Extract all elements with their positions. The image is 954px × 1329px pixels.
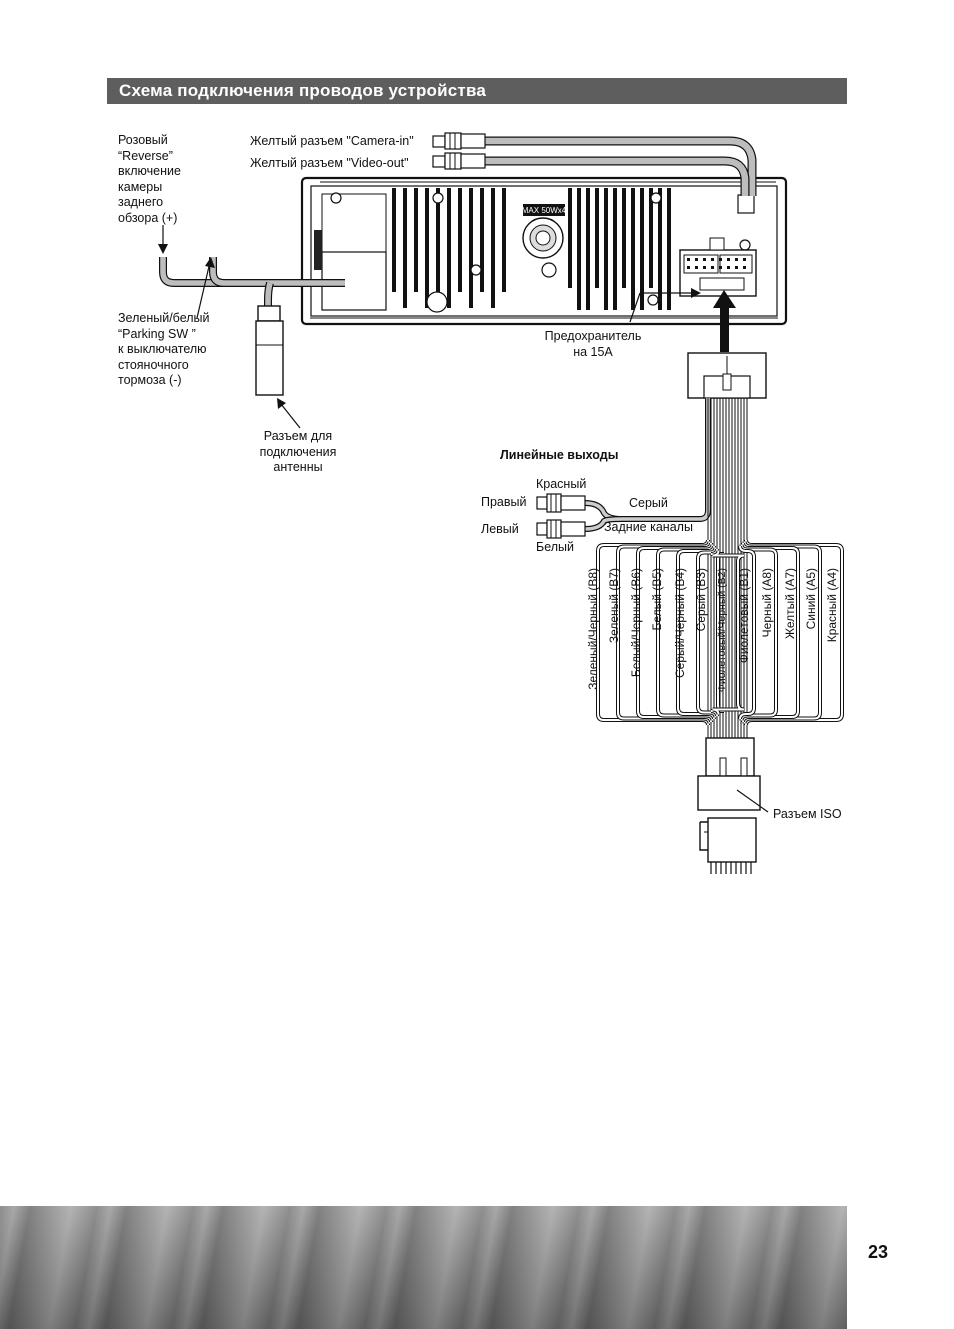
fin bbox=[491, 188, 495, 308]
pin bbox=[695, 258, 698, 261]
wire-loop-core bbox=[739, 545, 755, 720]
fin bbox=[568, 188, 572, 288]
pin bbox=[695, 266, 698, 269]
wire-label: Белый (B5) bbox=[650, 568, 664, 630]
heatsink-fins-right bbox=[568, 188, 671, 310]
fin bbox=[595, 188, 599, 288]
fin bbox=[425, 188, 429, 308]
fin bbox=[447, 188, 451, 308]
wire-label: Фиолетовый (B1) bbox=[737, 568, 751, 663]
label-white: Белый bbox=[536, 540, 575, 554]
fin bbox=[414, 188, 418, 292]
page-number: 23 bbox=[868, 1242, 889, 1262]
fin bbox=[631, 188, 635, 310]
wire-label: Зеленый (B7) bbox=[607, 568, 621, 643]
fin bbox=[403, 188, 407, 308]
fin bbox=[480, 188, 484, 292]
wire-loops bbox=[596, 539, 844, 726]
fin bbox=[392, 188, 396, 292]
heatsink-fins-left bbox=[392, 188, 506, 308]
pin bbox=[727, 258, 730, 261]
fin bbox=[586, 188, 590, 310]
fin bbox=[613, 188, 617, 310]
pin bbox=[743, 258, 746, 261]
label-right: Правый bbox=[481, 495, 527, 509]
fin bbox=[640, 188, 644, 310]
line-outputs bbox=[536, 398, 711, 539]
pin bbox=[719, 266, 722, 269]
wire-label: Фиолетовый/Черный (B2) bbox=[716, 568, 728, 692]
label-parking: Зеленый/белый“Parking SW ”к выключателю … bbox=[118, 311, 210, 388]
connector-pins bbox=[687, 258, 746, 269]
fin bbox=[667, 188, 671, 310]
left-wires bbox=[158, 225, 345, 429]
wire-loop-core bbox=[712, 550, 745, 715]
wire-label: Желтый (A7) bbox=[783, 568, 797, 639]
iso-connector bbox=[697, 737, 769, 874]
footer-band bbox=[0, 1206, 847, 1329]
page-title: Схема подключения проводов устройства bbox=[119, 81, 487, 100]
label-rear-channels: Задние каналы bbox=[604, 520, 693, 534]
pin bbox=[687, 258, 690, 261]
wire-labels: Зеленый/Черный (B8) Зеленый (B7) Белый/Чер… bbox=[586, 568, 839, 692]
label-left: Левый bbox=[481, 522, 519, 536]
pin bbox=[687, 266, 690, 269]
fin bbox=[458, 188, 462, 292]
pin bbox=[703, 258, 706, 261]
wire-label: Белый/Черный (B6) bbox=[629, 568, 643, 677]
rca-cables bbox=[432, 132, 757, 196]
pin bbox=[727, 266, 730, 269]
fin bbox=[604, 188, 608, 310]
label-red: Красный bbox=[536, 477, 587, 491]
pin bbox=[719, 258, 722, 261]
title-bar: Схема подключения проводов устройства bbox=[107, 78, 847, 104]
wire-label: Зеленый/Черный (B8) bbox=[586, 568, 600, 690]
wire-label: Красный (A4) bbox=[825, 568, 839, 642]
fin bbox=[649, 188, 653, 288]
device-marking: MAX 50Wx4 bbox=[522, 206, 567, 215]
pin bbox=[743, 266, 746, 269]
video-out-plug bbox=[432, 152, 486, 170]
footer-shade bbox=[0, 1206, 847, 1329]
pin bbox=[711, 258, 714, 261]
wire-label: Серый (B3) bbox=[694, 568, 708, 631]
plug-in-arrow bbox=[720, 304, 729, 352]
pin bbox=[735, 258, 738, 261]
label-gray: Серый bbox=[629, 496, 668, 510]
pin bbox=[703, 266, 706, 269]
iso-pins bbox=[710, 862, 752, 874]
pin bbox=[735, 266, 738, 269]
fin bbox=[436, 188, 440, 292]
fin bbox=[658, 188, 662, 310]
camera-in-plug bbox=[432, 132, 486, 150]
label-iso: Разъем ISO bbox=[773, 807, 842, 821]
head-unit: MAX 50Wx4 bbox=[300, 176, 788, 326]
fin bbox=[622, 188, 626, 288]
label-camera-in: Желтый разъем "Camera-in" bbox=[250, 134, 414, 148]
wire-label: Черный (A8) bbox=[760, 568, 774, 637]
pin bbox=[711, 266, 714, 269]
label-video-out: Желтый разъем "Video-out" bbox=[250, 156, 409, 170]
label-line-outputs: Линейные выходы bbox=[500, 448, 619, 462]
wire-label: Серый/Черный (B4) bbox=[673, 568, 687, 678]
fin bbox=[577, 188, 581, 310]
harness-top-plug bbox=[687, 352, 767, 399]
fin bbox=[469, 188, 473, 308]
wire-label: Синий (A5) bbox=[804, 568, 818, 629]
fin bbox=[502, 188, 506, 292]
